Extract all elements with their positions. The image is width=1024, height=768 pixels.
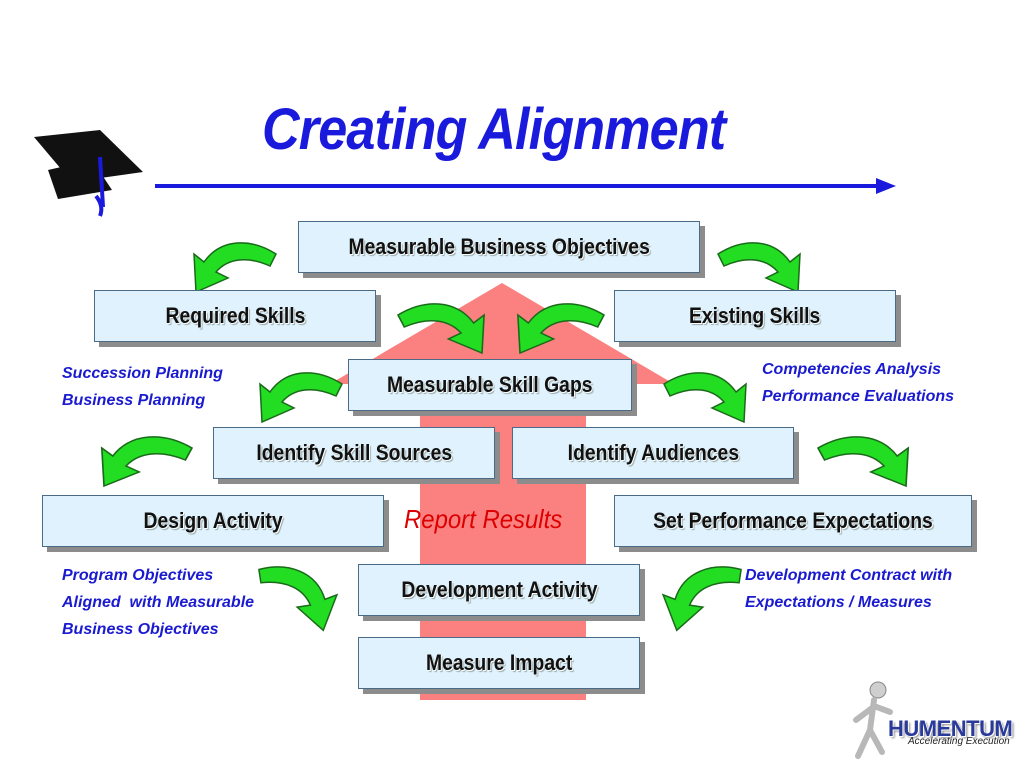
box-set-performance-expectations: Set Performance Expectations	[614, 495, 972, 547]
note-program-objectives: Program Objectives Aligned with Measurab…	[62, 567, 255, 638]
title-underline-arrowhead	[876, 178, 896, 194]
box-existing-skills: Existing Skills	[614, 290, 896, 342]
box-required-skills: Required Skills	[94, 290, 376, 342]
note-competencies-performance: Competencies Analysis Performance Evalua…	[762, 361, 955, 405]
graduation-cap-icon	[34, 130, 143, 217]
note-succession-business-planning: Succession Planning Business Planning	[62, 365, 223, 409]
box-measurable-business-objectives: Measurable Business Objectives	[298, 221, 700, 273]
box-design-activity: Design Activity	[42, 495, 384, 547]
box-measure-impact: Measure Impact	[358, 637, 640, 689]
logo-tagline: Accelerating Execution	[908, 736, 1010, 747]
logo-name: HUMENTUM	[888, 716, 1013, 741]
box-identify-audiences: Identify Audiences	[512, 427, 794, 479]
report-results-label: Report Results	[404, 504, 563, 534]
box-identify-skill-sources: Identify Skill Sources	[213, 427, 495, 479]
up-arrow	[330, 283, 674, 700]
box-measurable-skill-gaps: Measurable Skill Gaps	[348, 359, 632, 411]
box-development-activity: Development Activity	[358, 564, 640, 616]
note-development-contract: Development Contract with Expectations /…	[745, 567, 953, 611]
page-title: Creating Alignment	[262, 97, 726, 162]
